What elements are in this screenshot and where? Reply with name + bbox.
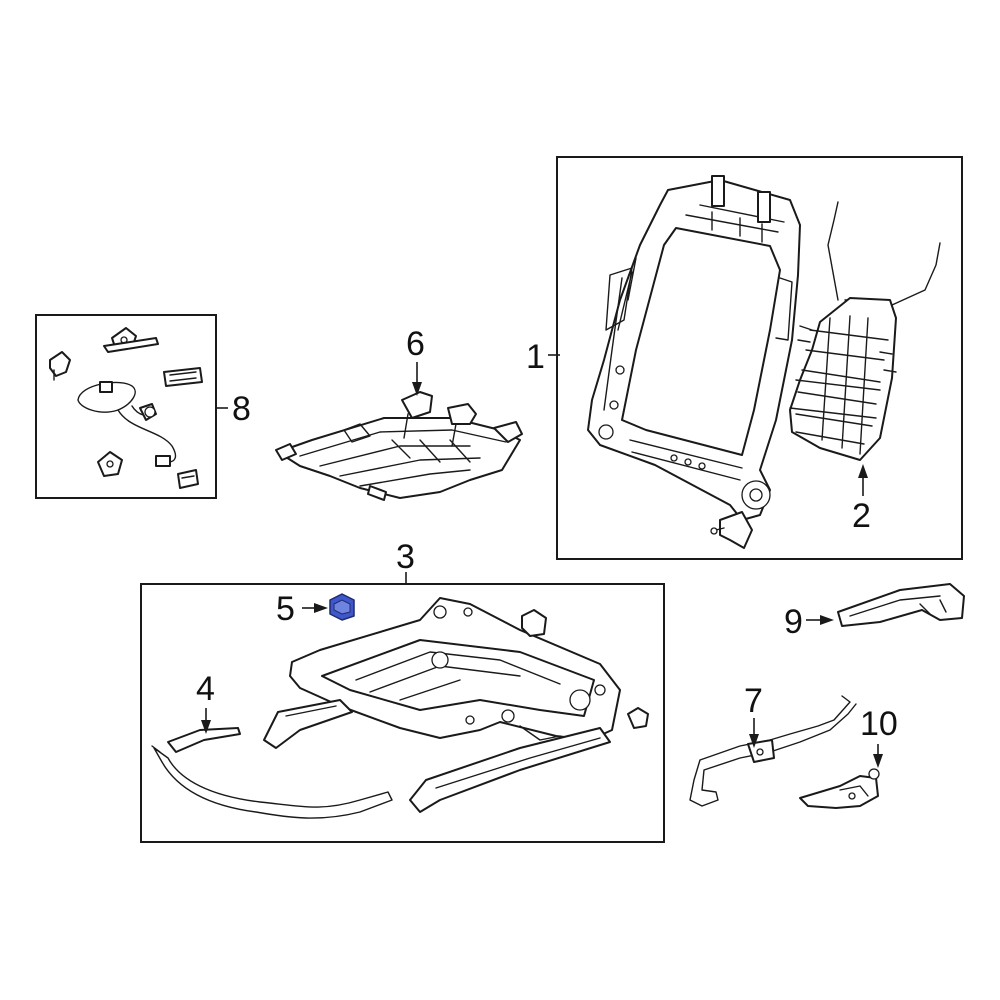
highlighted-part-5[interactable] xyxy=(329,593,355,621)
part-1-group: 1 2 xyxy=(526,156,963,560)
callout-1: 1 xyxy=(526,338,560,376)
callout-8: 8 xyxy=(216,390,251,428)
callout-2: 2 xyxy=(852,464,871,535)
callout-label-10: 10 xyxy=(860,705,898,743)
adjust-lever-handle[interactable] xyxy=(799,768,880,809)
arrow-10 xyxy=(873,754,883,768)
callout-9: 9 xyxy=(784,603,834,641)
arrow-4 xyxy=(201,720,211,734)
arrow-7 xyxy=(749,734,759,748)
callout-label-2: 2 xyxy=(852,497,871,535)
wiring-harness-kit[interactable] xyxy=(49,327,203,489)
callout-label-4: 4 xyxy=(196,670,215,708)
part-3-group: 5 4 xyxy=(140,583,665,843)
callout-5: 5 xyxy=(276,590,328,628)
part-8-group: 8 xyxy=(35,314,251,499)
callout-label-3: 3 xyxy=(396,538,415,576)
arrow-2 xyxy=(858,464,868,478)
seat-cushion-pan[interactable] xyxy=(275,391,523,501)
callout-7: 7 xyxy=(744,682,763,748)
callout-label-1: 1 xyxy=(526,338,545,376)
callout-4: 4 xyxy=(196,670,215,734)
release-cable[interactable] xyxy=(151,727,393,819)
callout-3: 3 xyxy=(396,538,415,584)
part-8-box xyxy=(35,314,217,499)
lumbar-support-panel[interactable] xyxy=(789,201,941,461)
part-1-box xyxy=(556,156,963,560)
part-3-box xyxy=(140,583,665,843)
arrow-5 xyxy=(314,603,328,613)
arrow-6 xyxy=(412,382,422,396)
seat-cushion-frame[interactable] xyxy=(263,597,649,813)
side-trim-cover[interactable] xyxy=(837,583,965,627)
callout-label-6: 6 xyxy=(406,325,425,363)
seat-back-frame[interactable] xyxy=(587,175,801,549)
arrow-9 xyxy=(820,615,834,625)
callout-label-7: 7 xyxy=(744,682,763,720)
callout-label-8: 8 xyxy=(232,390,251,428)
callout-10: 10 xyxy=(860,705,898,768)
callout-label-5: 5 xyxy=(276,590,295,628)
callout-label-9: 9 xyxy=(784,603,803,641)
callout-6: 6 xyxy=(406,325,425,396)
